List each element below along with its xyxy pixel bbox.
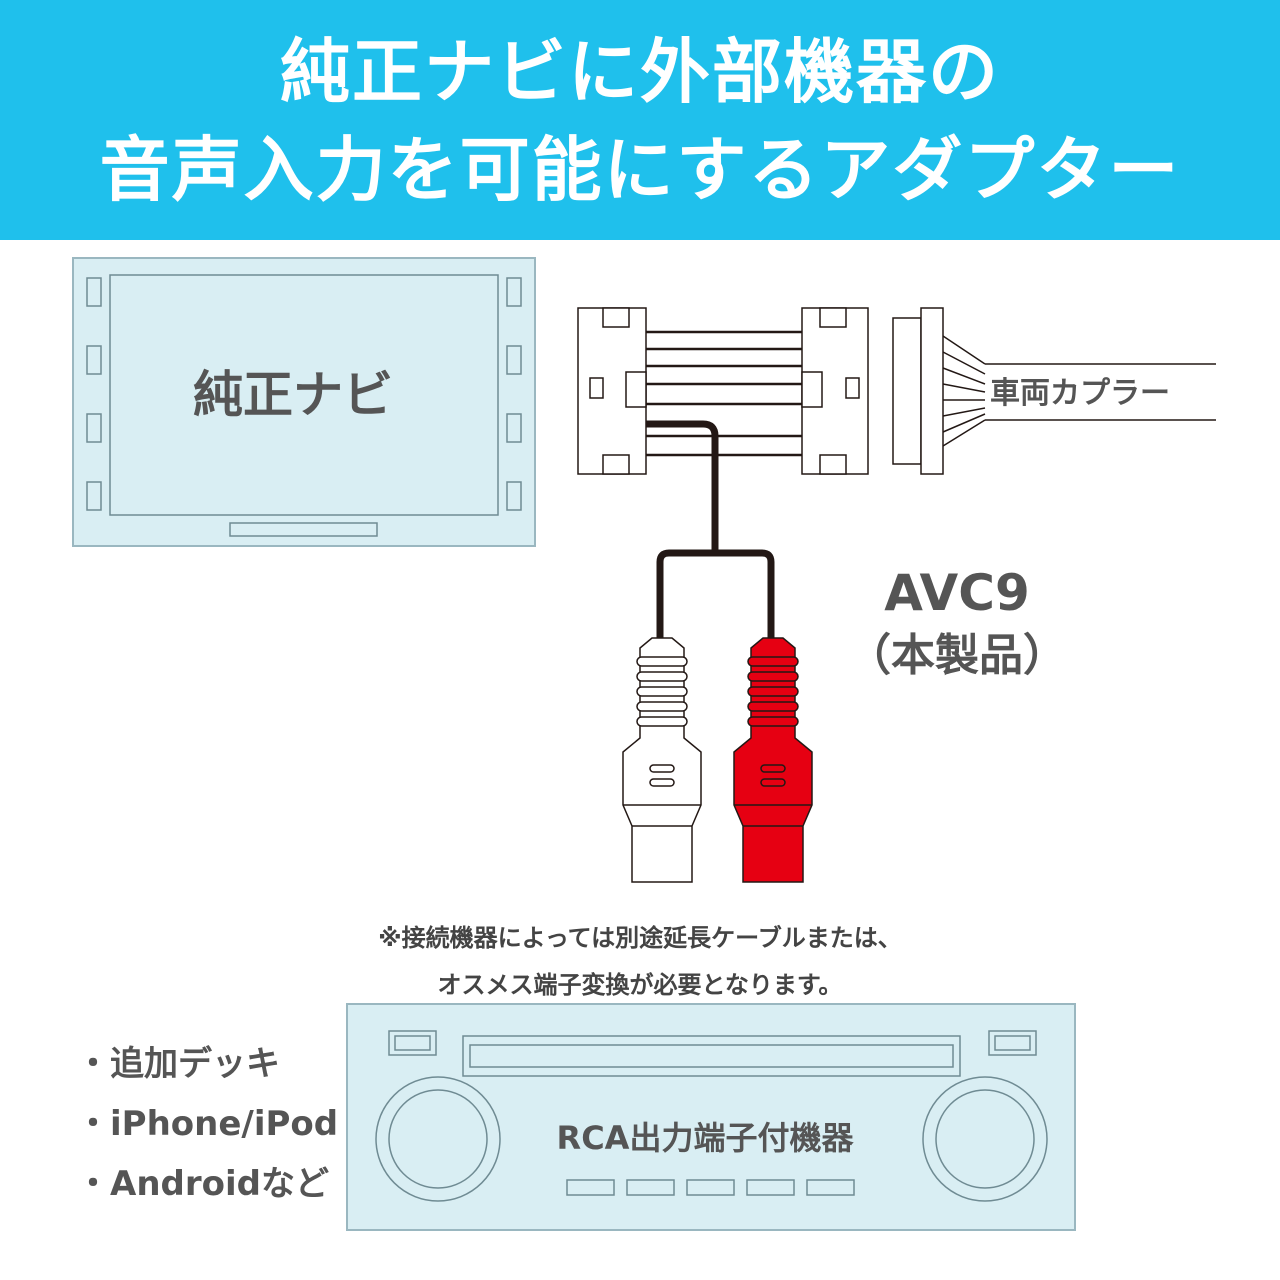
adapter-harness [577, 307, 869, 475]
vehicle-coupler: 車両カプラー [892, 307, 1216, 475]
navi-label: 純正ナビ [193, 366, 393, 424]
note-line1: ※接続機器によっては別途延長ケーブルまたは、 [378, 924, 902, 952]
product-subtitle: （本製品） [847, 630, 1067, 681]
factory-navi-unit: 純正ナビ [72, 257, 536, 547]
coupler-label: 車両カプラー [990, 376, 1170, 411]
device-list-item: ・iPhone/iPod [76, 1104, 339, 1144]
rca-plug-white [622, 637, 702, 883]
device-label: RCA出力端子付機器 [557, 1119, 855, 1157]
connection-diagram: 純正ナビ [72, 257, 1216, 1231]
note-line2: オスメス端子変換が必要となります。 [437, 971, 843, 999]
product-name: AVC9 [884, 564, 1029, 622]
branch-cable [646, 420, 775, 640]
header-banner: 純正ナビに外部機器の 音声入力を可能にするアダプター [0, 0, 1280, 240]
rca-plug-red [733, 637, 813, 883]
compatible-device-list: ・追加デッキ ・iPhone/iPod ・Androidなど [76, 1034, 338, 1214]
rca-output-device: RCA出力端子付機器 [346, 1003, 1076, 1231]
device-list-item: ・Androidなど [76, 1164, 329, 1204]
header-title-line1: 純正ナビに外部機器の [280, 31, 1000, 113]
header-title-line2: 音声入力を可能にするアダプター [99, 129, 1181, 211]
device-list-item: ・追加デッキ [76, 1044, 280, 1084]
